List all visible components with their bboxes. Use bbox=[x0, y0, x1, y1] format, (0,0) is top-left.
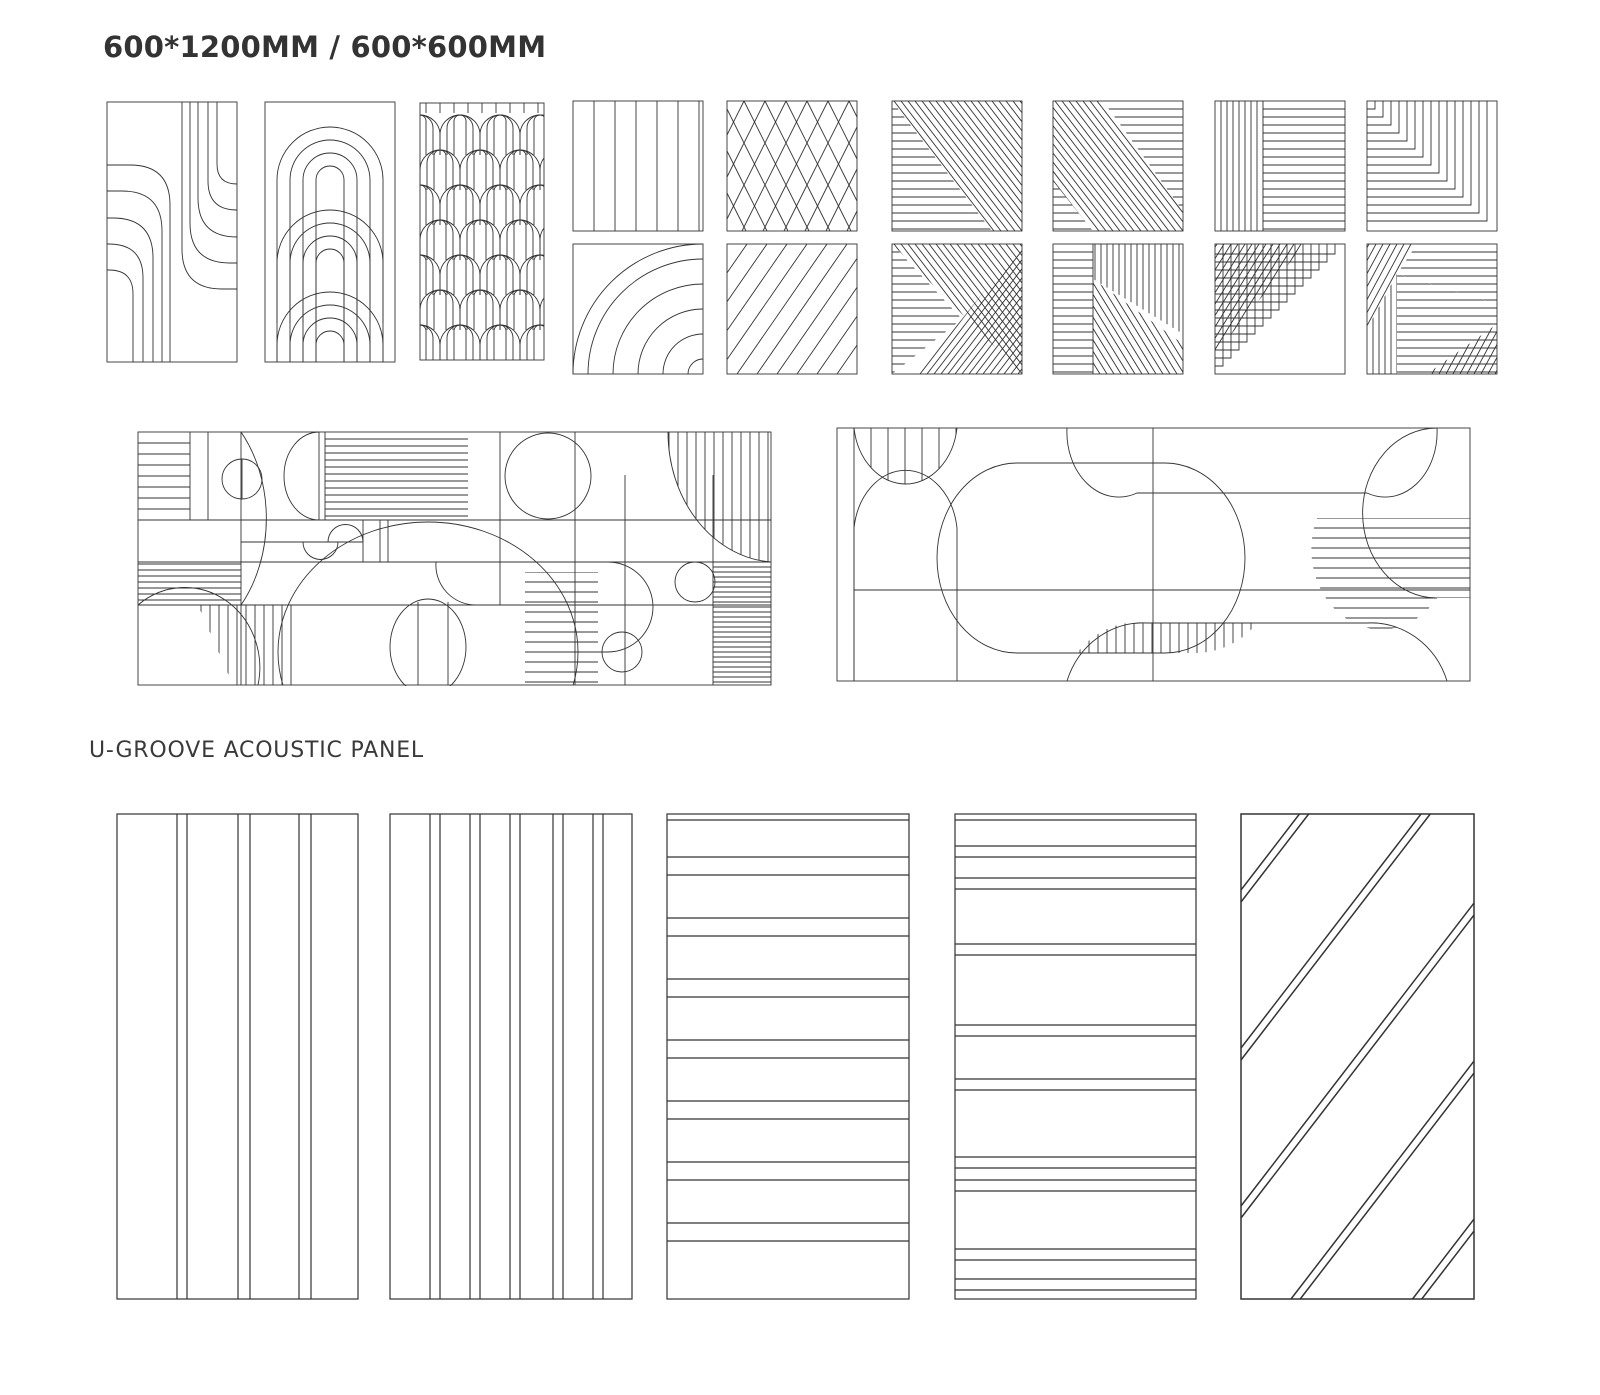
u-groove-panel-vertical-3 bbox=[116, 813, 359, 1300]
section-title-u-groove: U-GROOVE ACOUSTIC PANEL bbox=[89, 738, 424, 763]
panel-curves bbox=[106, 101, 238, 363]
panel-scale-arches bbox=[419, 102, 545, 361]
panel-pill-arches bbox=[836, 427, 1471, 682]
tile-vertical-horizontal bbox=[1214, 100, 1346, 232]
tile-diagonal-lines bbox=[726, 243, 858, 375]
u-groove-panel-vertical-5 bbox=[389, 813, 633, 1300]
tile-corners-diagonal bbox=[1214, 243, 1346, 375]
tile-diagonal-split bbox=[891, 100, 1023, 232]
u-groove-panel-horizontal-even bbox=[666, 813, 910, 1300]
panel-nested-arches bbox=[264, 101, 396, 363]
section-title-sizes: 600*1200MM / 600*600MM bbox=[103, 30, 547, 64]
tile-split-diagonal-horizontal bbox=[1366, 243, 1498, 375]
tile-diagonal-band bbox=[1052, 100, 1184, 232]
u-groove-panel-diagonal bbox=[1240, 813, 1475, 1300]
u-groove-panel-horizontal-random bbox=[954, 813, 1197, 1300]
panel-geometric-collage bbox=[137, 431, 772, 686]
tile-quarter-arcs bbox=[572, 243, 704, 375]
tile-nested-corners bbox=[1366, 100, 1498, 232]
tile-crossed-bands bbox=[891, 243, 1023, 375]
tile-diamond-lattice bbox=[726, 100, 858, 232]
tile-vertical-lines bbox=[572, 100, 704, 232]
tile-mixed-stripes bbox=[1052, 243, 1184, 375]
